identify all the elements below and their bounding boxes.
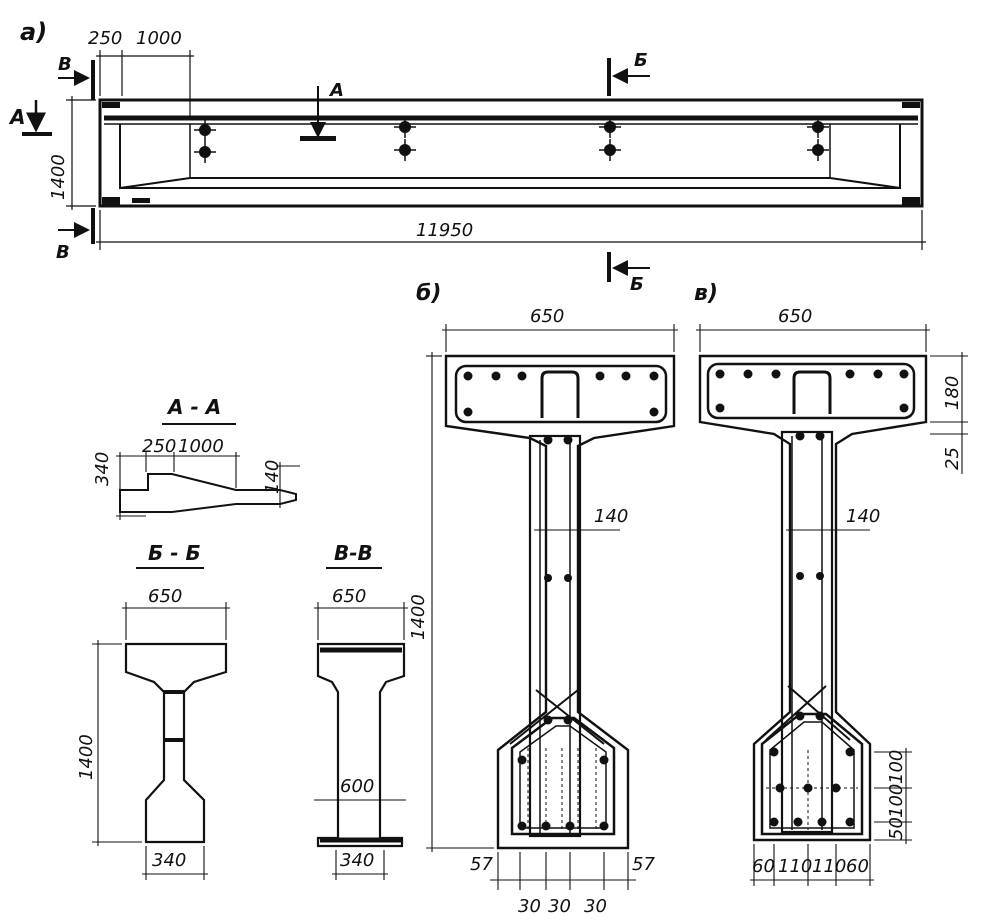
section-vv-shape — [316, 642, 406, 848]
panel-v-label: в) — [694, 281, 718, 306]
v-dim-25: 25 — [942, 447, 963, 470]
v-dim-180: 180 — [942, 376, 963, 410]
section-v-outline — [698, 354, 928, 842]
aa-dim-340: 340 — [92, 452, 113, 486]
b-dim-1400: 1400 — [408, 594, 429, 640]
aa-dim-250: 250 — [142, 436, 176, 457]
end-block-left-top — [102, 102, 120, 108]
lifting-holes — [194, 116, 829, 163]
aa-dim-1000: 1000 — [178, 436, 224, 457]
b-dim-30-2: 30 — [548, 896, 571, 917]
web-bars — [517, 435, 609, 831]
section-b-detail: б) — [408, 281, 678, 917]
vv-dim-600: 600 — [340, 776, 374, 797]
v-dim-650: 650 — [778, 306, 812, 327]
dim-1400: 1400 — [48, 154, 69, 200]
b-dim-57-left: 57 — [470, 854, 493, 875]
bulb-cage — [510, 716, 616, 836]
v-dim-100-mid: 100 — [886, 784, 907, 818]
section-b-outline — [444, 354, 676, 850]
section-aa-title: А - А — [166, 395, 221, 419]
beam-outline — [98, 98, 924, 208]
panel-a-label: а) — [20, 18, 47, 46]
vv-dim-340: 340 — [340, 850, 374, 871]
section-aa: А - А 340 250 1000 140 — [92, 395, 300, 520]
v-dim-140: 140 — [846, 506, 880, 527]
bb-dim-1400: 1400 — [76, 734, 97, 780]
section-b-mark-top: Б — [634, 50, 648, 71]
b-dim-30-1: 30 — [518, 896, 541, 917]
b-dim-140: 140 — [594, 506, 628, 527]
b-dim-57-right: 57 — [632, 854, 655, 875]
section-vv: В-В 650 600 340 — [314, 541, 408, 880]
section-v-detail: в) — [694, 281, 968, 886]
elevation-view: а) — [8, 18, 926, 295]
v-bulb-cage — [760, 712, 864, 836]
section-bb: Б - Б 650 1400 340 — [76, 541, 230, 880]
dim-250: 250 — [88, 28, 122, 49]
section-bb-title: Б - Б — [148, 541, 201, 565]
dim-11950: 11950 — [416, 220, 473, 241]
section-bb-shape — [124, 642, 228, 844]
v-dim-100-top: 100 — [886, 750, 907, 784]
section-aa-shape — [119, 473, 297, 513]
v-dim-110-right: 110 — [812, 856, 846, 877]
panel-b-label: б) — [416, 281, 441, 306]
section-v-mark-bottom: В — [56, 242, 70, 263]
aa-dim-140: 140 — [262, 460, 283, 494]
v-dim-60-left: 60 — [752, 856, 775, 877]
dim-1000: 1000 — [136, 28, 182, 49]
flange-bars — [463, 371, 659, 417]
v-flange-cage — [706, 362, 916, 420]
elevation-dimensions — [66, 50, 926, 250]
bb-dim-650: 650 — [148, 586, 182, 607]
web-outline — [119, 124, 901, 190]
web-cage — [528, 434, 582, 838]
v-web-cage — [780, 430, 834, 834]
b-dim-30-3: 30 — [584, 896, 607, 917]
vv-dim-650: 650 — [332, 586, 366, 607]
bb-dim-340: 340 — [152, 850, 186, 871]
b-dim-650: 650 — [530, 306, 564, 327]
v-dim-50: 50 — [886, 817, 907, 840]
v-dim-60-right: 60 — [846, 856, 869, 877]
section-vv-title: В-В — [334, 541, 373, 565]
flange-cage — [454, 364, 668, 424]
v-dim-110-left: 110 — [778, 856, 812, 877]
section-v-mark-top: В — [58, 54, 72, 75]
section-b-mark-bottom: Б — [630, 274, 644, 295]
section-a-mark-top: A — [328, 80, 344, 101]
section-a-mark-left: A — [8, 105, 25, 129]
